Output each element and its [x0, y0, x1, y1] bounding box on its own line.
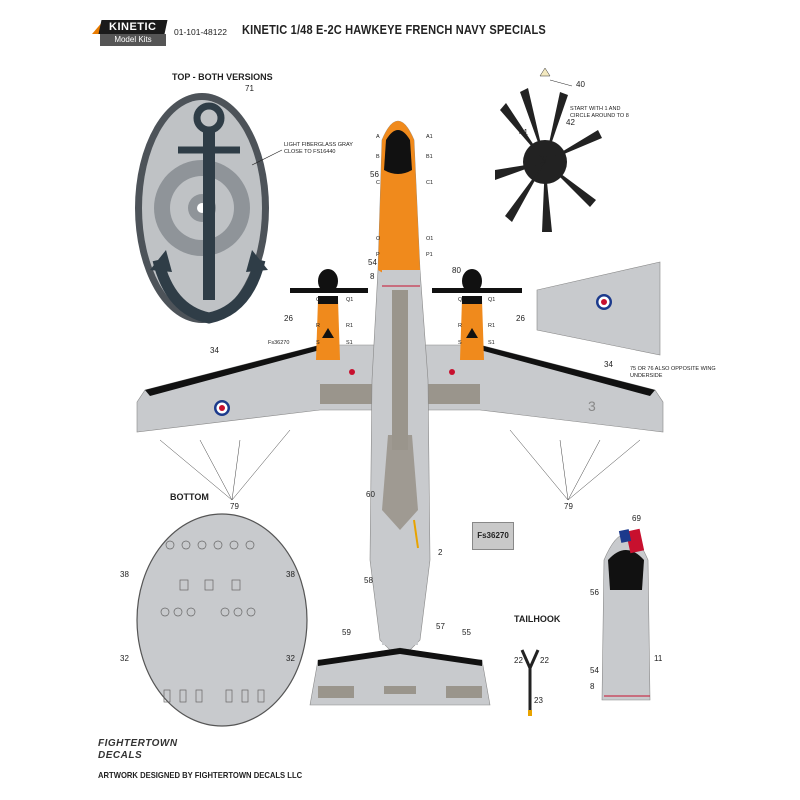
callout-60: 60: [366, 490, 375, 499]
serial-small: Fs36270: [268, 340, 290, 346]
leader-lines: [159, 429, 641, 501]
artwork-credit: ARTWORK DESIGNED BY FIGHTERTOWN DECALS L…: [98, 770, 303, 780]
top-radome: [135, 93, 283, 324]
label-bottom: BOTTOM: [170, 492, 209, 502]
fin-number: 3: [588, 398, 596, 414]
letter-O: O: [376, 236, 381, 242]
letter-R: R: [316, 323, 320, 329]
product-code: 01-101-48122: [174, 27, 227, 37]
callout-80: 80: [452, 266, 461, 275]
fightertown-logo: FIGHTERTOWN DECALS: [98, 738, 178, 772]
callout-38-right: 38: [286, 570, 295, 579]
callout-34-left: 34: [210, 346, 219, 355]
callout-56: 56: [370, 170, 379, 179]
letter-R1-right: R1: [488, 323, 496, 329]
label-tailhook: TAILHOOK: [514, 614, 561, 624]
callout-42: 42: [566, 118, 575, 127]
letter-Q-right: Q: [458, 297, 463, 303]
anchor-fluke-left: [150, 250, 172, 272]
logo-line1: FIGHTERTOWN: [98, 738, 178, 749]
callout-11: 11: [654, 654, 663, 663]
letter-B1: B1: [426, 154, 433, 160]
letter-S1-right: S1: [488, 340, 495, 346]
aircraft-top-view: [136, 120, 664, 706]
callout-32-left: 32: [120, 654, 129, 663]
callout-59: 59: [342, 628, 351, 637]
wing-note: 75 OR 76 ALSO OPPOSITE WING UNDERSIDE: [630, 366, 716, 379]
callout-56b: 56: [590, 588, 599, 597]
wing-section-detail: [536, 261, 661, 356]
label-top-both-versions: TOP - BOTH VERSIONS: [172, 72, 273, 82]
callout-23: 23: [534, 696, 543, 705]
letter-P1: P1: [426, 252, 433, 258]
page-title: KINETIC 1/48 E-2C HAWKEYE FRENCH NAVY SP…: [242, 22, 546, 37]
nose-detail: [601, 528, 651, 701]
anchor-fluke-right: [246, 250, 268, 272]
callout-55: 55: [462, 628, 471, 637]
letter-Q: Q: [316, 297, 321, 303]
logo-sub: Model Kits: [100, 34, 166, 46]
letter-R1: R1: [346, 323, 354, 329]
letter-P: P: [376, 252, 380, 258]
callout-8: 8: [370, 272, 375, 281]
callout-69: 69: [632, 514, 641, 523]
letter-A1: A1: [426, 134, 433, 140]
callout-57: 57: [436, 622, 445, 631]
bottom-radome: [136, 513, 308, 727]
callout-79-right: 79: [564, 502, 573, 511]
callout-26-left: 26: [284, 314, 293, 323]
anchor-icon: [152, 102, 266, 324]
callout-58: 58: [364, 576, 373, 585]
letter-Q1-right: Q1: [488, 297, 496, 303]
callout-2: 2: [438, 548, 443, 557]
callout-32-right: 32: [286, 654, 295, 663]
letter-S-right: S: [458, 340, 462, 346]
serial-box: Fs36270: [472, 522, 514, 550]
cockpit-glazing: [384, 130, 412, 174]
letter-C: C: [376, 180, 380, 186]
callout-22-left: 22: [514, 656, 523, 665]
callout-54b: 54: [590, 666, 599, 675]
callout-34-right: 34: [604, 360, 613, 369]
callout-26-right: 26: [516, 314, 525, 323]
letter-R-right: R: [458, 323, 462, 329]
letter-C1: C1: [426, 180, 434, 186]
tailhook-diagram: [520, 649, 540, 716]
letter-O1: O1: [426, 236, 434, 242]
callout-22-right: 22: [540, 656, 549, 665]
callout-79-left: 79: [230, 502, 239, 511]
letter-S1: S1: [346, 340, 353, 346]
logo-line2: DECALS: [98, 750, 143, 761]
callout-8b: 8: [590, 682, 595, 691]
letter-A: A: [376, 134, 380, 140]
letter-B: B: [376, 154, 380, 160]
callout-40: 40: [576, 80, 585, 89]
kinetic-logo: KINETIC Model Kits: [92, 20, 168, 46]
callout-71: 71: [245, 84, 254, 93]
callout-54: 54: [368, 258, 377, 267]
callout-38-left: 38: [120, 570, 129, 579]
letter-S: S: [316, 340, 320, 346]
propeller-diagram: [495, 67, 602, 232]
letter-Q1: Q1: [346, 297, 354, 303]
callout-41: 41: [519, 128, 528, 137]
